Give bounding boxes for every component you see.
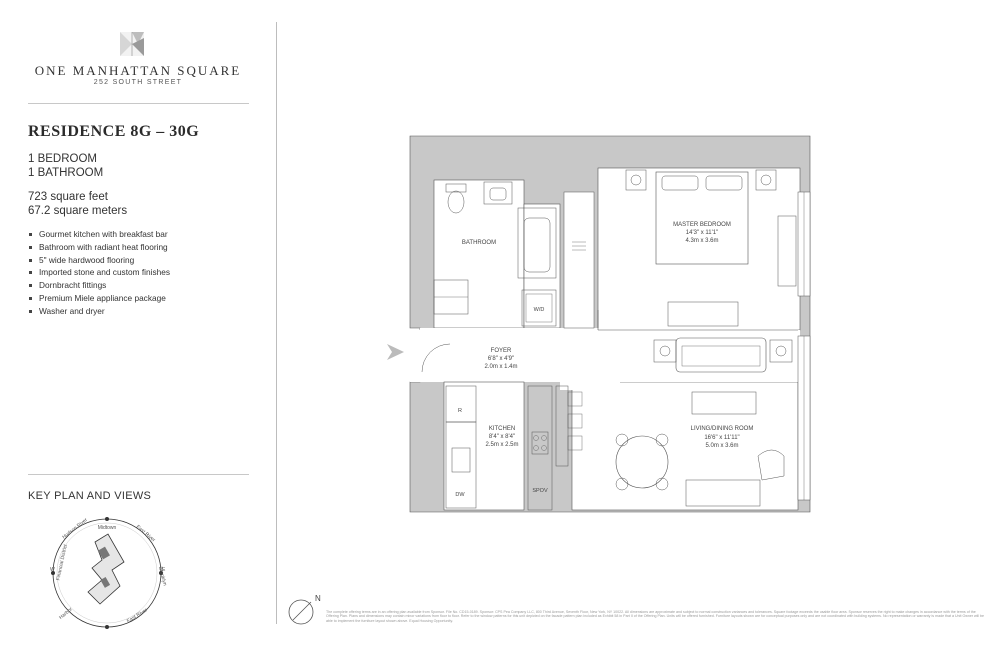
feature-item: Imported stone and custom finishes xyxy=(28,266,170,279)
foyer-dims-ft: 6'8" x 4'9" xyxy=(488,356,514,362)
divider xyxy=(28,103,249,104)
bathroom-count: 1 BATHROOM xyxy=(28,167,104,179)
room-label-kitchen: KITCHEN xyxy=(489,426,515,432)
master-bedroom-dims-m: 4.3m x 3.6m xyxy=(685,238,718,244)
label-hudson-river: Hudson River xyxy=(61,517,89,541)
room-label-foyer: FOYER xyxy=(491,348,512,354)
north-arrow-icon: N xyxy=(288,594,321,625)
label-financial-district: Financial District xyxy=(55,543,69,581)
legal-disclaimer: The complete offering terms are in an of… xyxy=(326,610,985,623)
bedroom-count: 1 BEDROOM xyxy=(28,153,98,165)
entry-arrow-icon xyxy=(387,344,404,360)
label-east-river-bottom: East River xyxy=(126,607,149,624)
divider xyxy=(28,474,249,475)
foyer-dims-m: 2.0m x 1.4m xyxy=(484,364,517,370)
label-washer-dryer: W/D xyxy=(534,307,545,313)
key-plan-heading: KEY PLAN AND VIEWS xyxy=(28,490,152,502)
entry-door xyxy=(421,343,451,373)
feature-list: Gourmet kitchen with breakfast bar Bathr… xyxy=(28,228,170,318)
north-label: N xyxy=(315,594,321,603)
feature-item: Bathroom with radiant heat flooring xyxy=(28,241,170,254)
area-sqft: 723 square feet xyxy=(28,191,108,203)
building-footprint xyxy=(87,533,125,605)
living-dims-ft: 16'6" x 11'11" xyxy=(704,435,739,441)
label-refrigerator: R xyxy=(458,408,462,414)
label-midtown: Midtown xyxy=(98,525,117,531)
feature-item: Premium Miele appliance package xyxy=(28,292,170,305)
label-dishwasher: DW xyxy=(455,492,465,498)
label-east: E xyxy=(162,567,166,573)
kitchen-fixtures xyxy=(445,385,583,511)
residence-title: RESIDENCE 8G – 30G xyxy=(28,123,200,140)
label-west: W xyxy=(50,567,55,573)
label-spov: SPOV xyxy=(532,488,548,494)
area-sqm: 67.2 square meters xyxy=(28,205,128,217)
feature-item: Gourmet kitchen with breakfast bar xyxy=(28,228,170,241)
master-bedroom-dims-ft: 14'3" x 11'1" xyxy=(686,230,718,236)
floor-plan: BATHROOM W/D MASTER BEDROOM 14'3" x 11'1… xyxy=(387,135,811,513)
kitchen-dims-m: 2.5m x 2.5m xyxy=(485,442,518,448)
bedroom-furniture xyxy=(625,169,797,327)
brand-name: ONE MANHATTAN SQUARE xyxy=(34,63,242,78)
living-dims-m: 5.0m x 3.6m xyxy=(705,443,738,449)
feature-item: Dornbracht fittings xyxy=(28,279,170,292)
kitchen-dims-ft: 8'4" x 8'4" xyxy=(489,434,515,440)
feature-item: 5" wide hardwood flooring xyxy=(28,254,170,267)
label-brooklyn: Brooklyn xyxy=(157,566,168,587)
building-logo-icon xyxy=(120,32,144,56)
living-furniture xyxy=(615,337,793,507)
bathroom-fixtures xyxy=(433,181,557,315)
room-label-master-bedroom: MASTER BEDROOM xyxy=(673,222,731,228)
info-panel: ONE MANHATTAN SQUARE 252 SOUTH STREET RE… xyxy=(0,0,276,647)
washer-dryer xyxy=(521,289,557,327)
divider xyxy=(276,22,277,624)
closet xyxy=(563,191,595,329)
room-label-bathroom: BATHROOM xyxy=(462,240,496,246)
brand-address: 252 SOUTH STREET xyxy=(93,79,183,86)
feature-item: Washer and dryer xyxy=(28,305,170,318)
key-plan-compass: Midtown Hudson River East River Brooklyn… xyxy=(50,517,168,629)
room-label-living-dining: LIVING/DINING ROOM xyxy=(691,426,754,432)
